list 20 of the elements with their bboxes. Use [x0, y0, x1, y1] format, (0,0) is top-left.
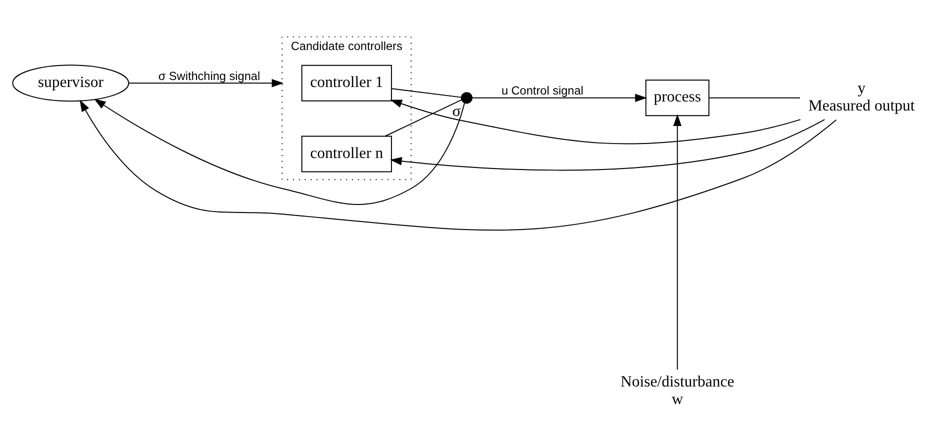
node-text: y Measured output — [808, 79, 915, 114]
edge-label: u Control signal — [501, 83, 584, 98]
arrow — [472, 93, 647, 102]
node-label: σ — [452, 102, 461, 120]
arrow — [94, 98, 466, 204]
connector — [384, 98, 462, 136]
connector — [708, 96, 800, 98]
connector — [391, 88, 462, 98]
edge-label: σ Swithching signal — [158, 68, 260, 82]
arrow — [128, 78, 284, 87]
arrow — [390, 99, 801, 144]
node-ellipse: supervisor — [12, 64, 130, 102]
arrow — [673, 114, 682, 370]
node-box: process — [645, 79, 710, 116]
arrow — [80, 99, 837, 230]
node-box: controller 1 — [301, 64, 392, 101]
arrow — [390, 118, 826, 170]
node-text: Noise/disturbance w — [620, 372, 734, 408]
node-box: controller n — [301, 135, 392, 172]
node-switch — [460, 92, 473, 104]
